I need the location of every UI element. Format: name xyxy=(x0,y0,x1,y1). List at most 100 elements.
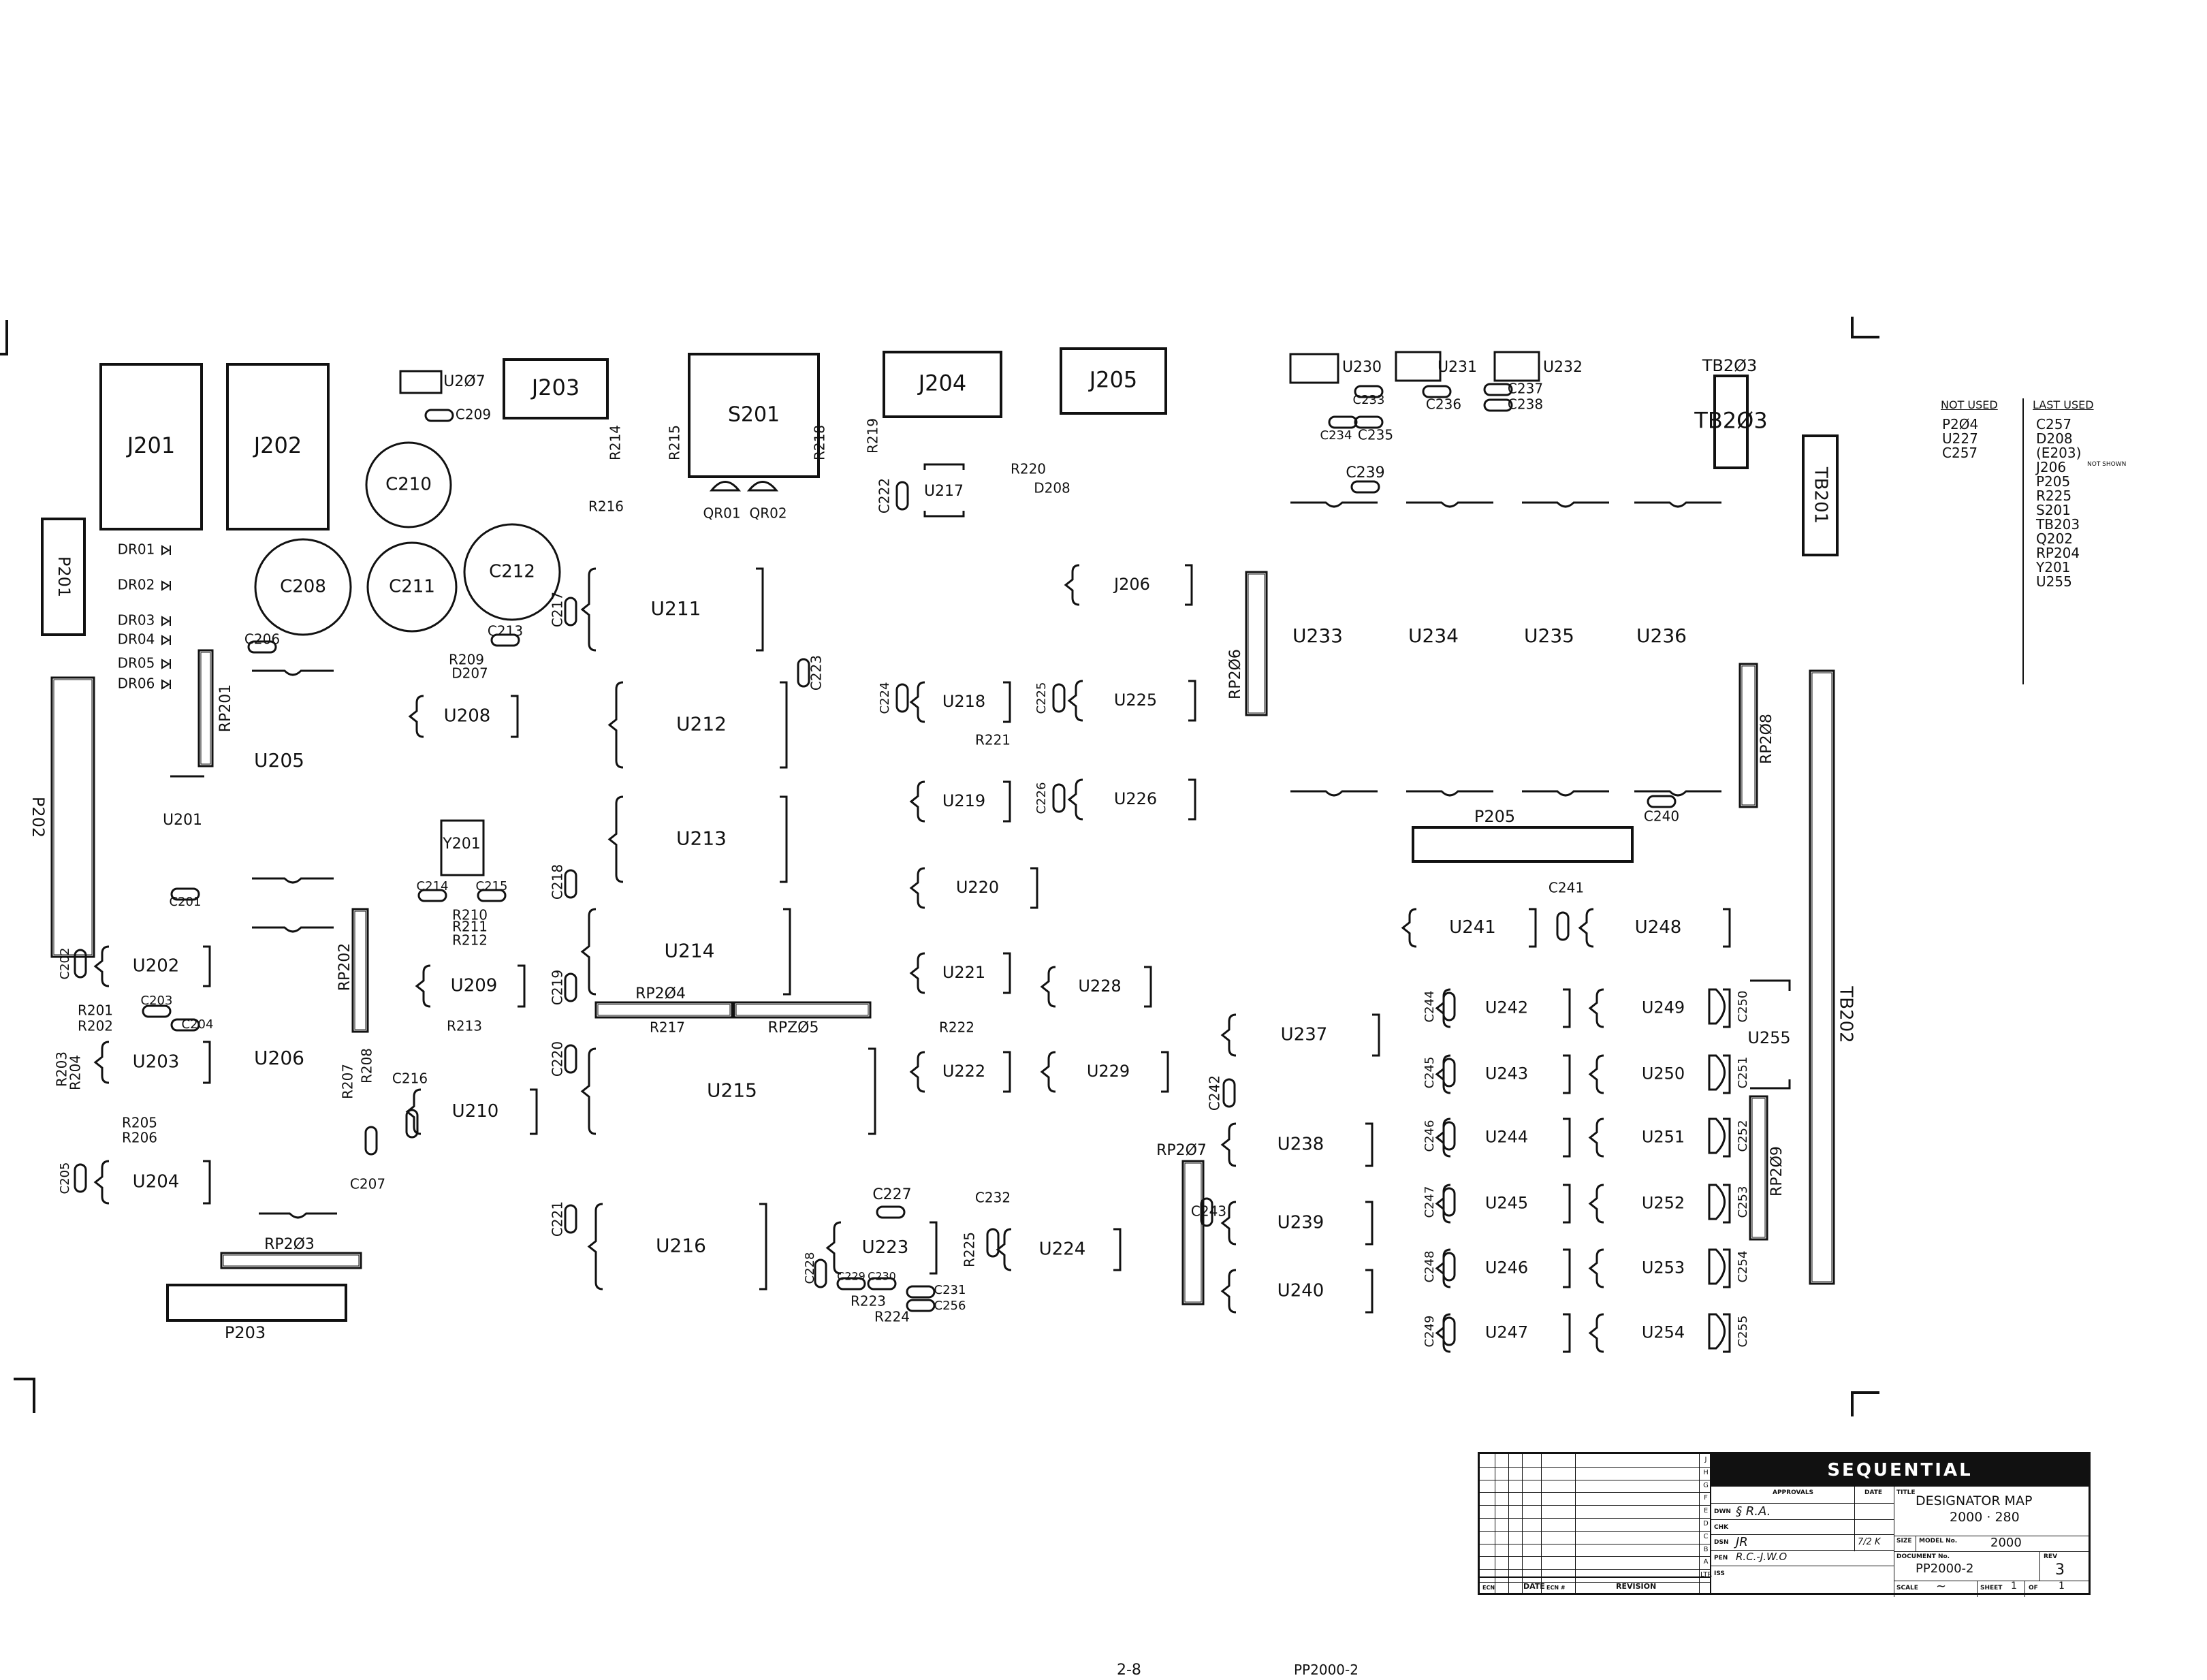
revision-row-letter: E xyxy=(1703,1507,1709,1515)
ic-body-line xyxy=(1522,790,1609,797)
ic-left-bracket xyxy=(408,695,424,738)
resistor-label: R221 xyxy=(975,732,1011,748)
ic-left-bracket xyxy=(607,681,624,769)
capacitor-label: C214 xyxy=(417,879,449,893)
resistor-pack-inner xyxy=(735,1004,869,1016)
ic-label: U215 xyxy=(707,1079,757,1102)
corner-mark-top-right xyxy=(1851,317,1879,338)
capacitor-outline xyxy=(986,1228,1000,1258)
ic-label: U251 xyxy=(1642,1128,1685,1147)
ic-body-line xyxy=(1750,979,1791,1090)
connector-label: P203 xyxy=(225,1323,266,1342)
corner-marks xyxy=(0,317,1879,1416)
capacitor-label: C234 xyxy=(1320,428,1352,443)
capacitor-label: C215 xyxy=(476,879,508,893)
capacitor-label: C249 xyxy=(1423,1316,1437,1348)
ic-right-bracket xyxy=(1723,988,1731,1028)
resistor-label: R206 xyxy=(122,1130,157,1146)
transistor-label: QR01 xyxy=(703,505,740,522)
capacitor-outline xyxy=(254,538,352,636)
diode-symbol xyxy=(161,616,171,627)
revision-row-letter: H xyxy=(1703,1468,1709,1476)
ic-left-bracket xyxy=(1588,1054,1604,1094)
footer-date: DATE xyxy=(1523,1582,1545,1591)
ic-left-bracket xyxy=(1040,1051,1056,1093)
ic-label: U254 xyxy=(1642,1323,1685,1342)
revision-row-line xyxy=(1480,1492,1710,1493)
capacitor-outline xyxy=(1052,683,1066,713)
ic-label: U236 xyxy=(1636,624,1687,647)
resistor-pack-outline xyxy=(1245,571,1268,716)
ic-label: U243 xyxy=(1485,1064,1528,1083)
resistor-pack-outline xyxy=(594,1001,733,1019)
ic-right-bracket xyxy=(1563,1118,1571,1158)
ic-right-bracket xyxy=(1563,1184,1571,1224)
resistor-pack-label: RP2Ø7 xyxy=(1156,1142,1207,1159)
capacitor-outline xyxy=(1222,1078,1236,1108)
connector-outline xyxy=(1713,375,1749,469)
resistor-label: R214 xyxy=(607,425,624,460)
ic-left-bracket xyxy=(1064,564,1080,606)
ic-body-line xyxy=(1634,790,1721,797)
ic-right-bracket xyxy=(1563,988,1571,1028)
capacitor-outline xyxy=(906,1299,936,1312)
resistor-label: R209 xyxy=(449,652,484,668)
resistor-label: R216 xyxy=(588,498,624,515)
connector-label: J203 xyxy=(530,375,580,400)
ic-right-bracket xyxy=(203,1041,211,1084)
capacitor-label: C225 xyxy=(1034,682,1049,714)
capacitor-outline xyxy=(564,972,577,1002)
capacitor-label: C247 xyxy=(1423,1186,1437,1218)
revision-row-line xyxy=(1480,1582,1710,1583)
capacitor-outline xyxy=(74,1163,87,1193)
resistor-label: R220 xyxy=(1011,461,1046,477)
resistor-pack-outline xyxy=(1738,663,1758,808)
resistor-label: R215 xyxy=(667,425,683,460)
ic-left-bracket xyxy=(1067,778,1083,821)
ic-right-bracket xyxy=(1723,1313,1731,1353)
ic-right-bracket xyxy=(1372,1013,1380,1057)
capacitor-label: C220 xyxy=(550,1041,566,1077)
capacitor-outline xyxy=(1442,1316,1456,1346)
capacitor-label: C240 xyxy=(1644,808,1679,825)
diode-label: DR06 xyxy=(118,676,155,692)
capacitor-outline xyxy=(564,1044,577,1074)
ic-body-line xyxy=(252,669,334,676)
capacitor-label: C252 xyxy=(1736,1120,1750,1152)
revision-row-letter: D xyxy=(1703,1520,1709,1527)
capacitor-label: C246 xyxy=(1423,1120,1437,1152)
connector-outline xyxy=(226,363,330,530)
ic-left-bracket xyxy=(1220,1013,1237,1057)
resistor-pack-outline xyxy=(197,649,214,767)
not-shown-note: NOT SHOWN xyxy=(2087,461,2127,468)
approvals-label: APPROVALS xyxy=(1773,1489,1814,1496)
ic-label: U212 xyxy=(676,713,727,735)
ic-right-bracket xyxy=(868,1047,876,1135)
capacitor-label: C218 xyxy=(550,864,566,900)
ic-label: U233 xyxy=(1292,624,1343,647)
connector-label: J201 xyxy=(126,432,176,458)
ic-label: U209 xyxy=(451,976,498,996)
crystal-label: Y201 xyxy=(442,836,480,853)
corner-mark-top-left xyxy=(0,320,8,355)
resistor-pack-outline xyxy=(733,1001,872,1019)
resistor-label: R212 xyxy=(452,932,488,949)
capacitor-label: C245 xyxy=(1423,1057,1437,1089)
capacitor-outline xyxy=(836,1277,866,1290)
sheet-label: SHEET xyxy=(1980,1585,2003,1591)
ic-outline xyxy=(1493,351,1540,382)
ic-right-bracket xyxy=(1144,966,1152,1008)
revision-row-line xyxy=(1480,1505,1710,1506)
ic-left-bracket xyxy=(587,1203,603,1290)
capacitor-outline xyxy=(814,1258,827,1288)
ic-left-bracket xyxy=(1435,988,1451,1028)
capacitor-outline xyxy=(1708,1054,1726,1091)
ic-body-line xyxy=(1634,501,1721,508)
ic-left-bracket xyxy=(996,1228,1012,1271)
rev-value: 3 xyxy=(2055,1562,2065,1579)
capacitor-outline xyxy=(895,683,909,713)
ic-right-bracket xyxy=(783,908,791,996)
connector-label: P201 xyxy=(54,556,74,597)
footer-ltr: ECN xyxy=(1482,1585,1495,1591)
resistor-label: R210 xyxy=(452,907,488,923)
